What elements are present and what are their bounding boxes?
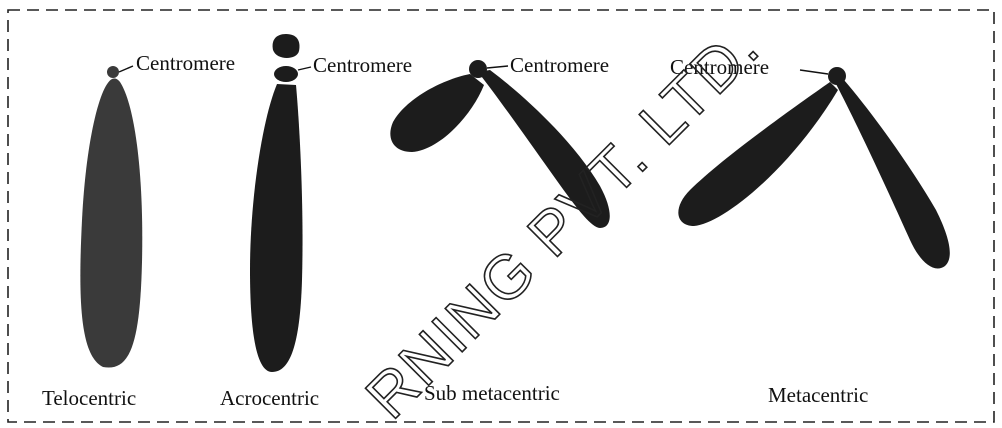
acrocentric-centromere-label: Centromere — [313, 53, 412, 77]
submetacentric-centromere-pointer — [487, 66, 508, 68]
submetacentric-centromere-label: Centromere — [510, 53, 609, 77]
acrocentric-caption: Acrocentric — [220, 386, 319, 410]
telocentric-centromere-pointer — [119, 66, 133, 72]
metacentric-centromere-pointer — [800, 70, 828, 74]
telocentric-centromere — [107, 66, 119, 78]
submetacentric-centromere — [469, 60, 487, 78]
acrocentric-centromere — [274, 66, 298, 82]
metacentric-caption: Metacentric — [768, 383, 868, 407]
telocentric-arm — [80, 78, 142, 367]
acrocentric-short-arm — [273, 34, 300, 58]
submetacentric-short-arm — [390, 74, 484, 152]
telocentric-centromere-label: Centromere — [136, 51, 235, 75]
metacentric-centromere — [828, 67, 846, 85]
metacentric-right-arm — [836, 80, 950, 268]
acrocentric-centromere-pointer — [298, 67, 311, 70]
acrocentric-long-arm — [250, 84, 303, 372]
telocentric-caption: Telocentric — [42, 386, 136, 410]
telocentric-chromosome: Centromere Telocentric — [42, 51, 235, 410]
